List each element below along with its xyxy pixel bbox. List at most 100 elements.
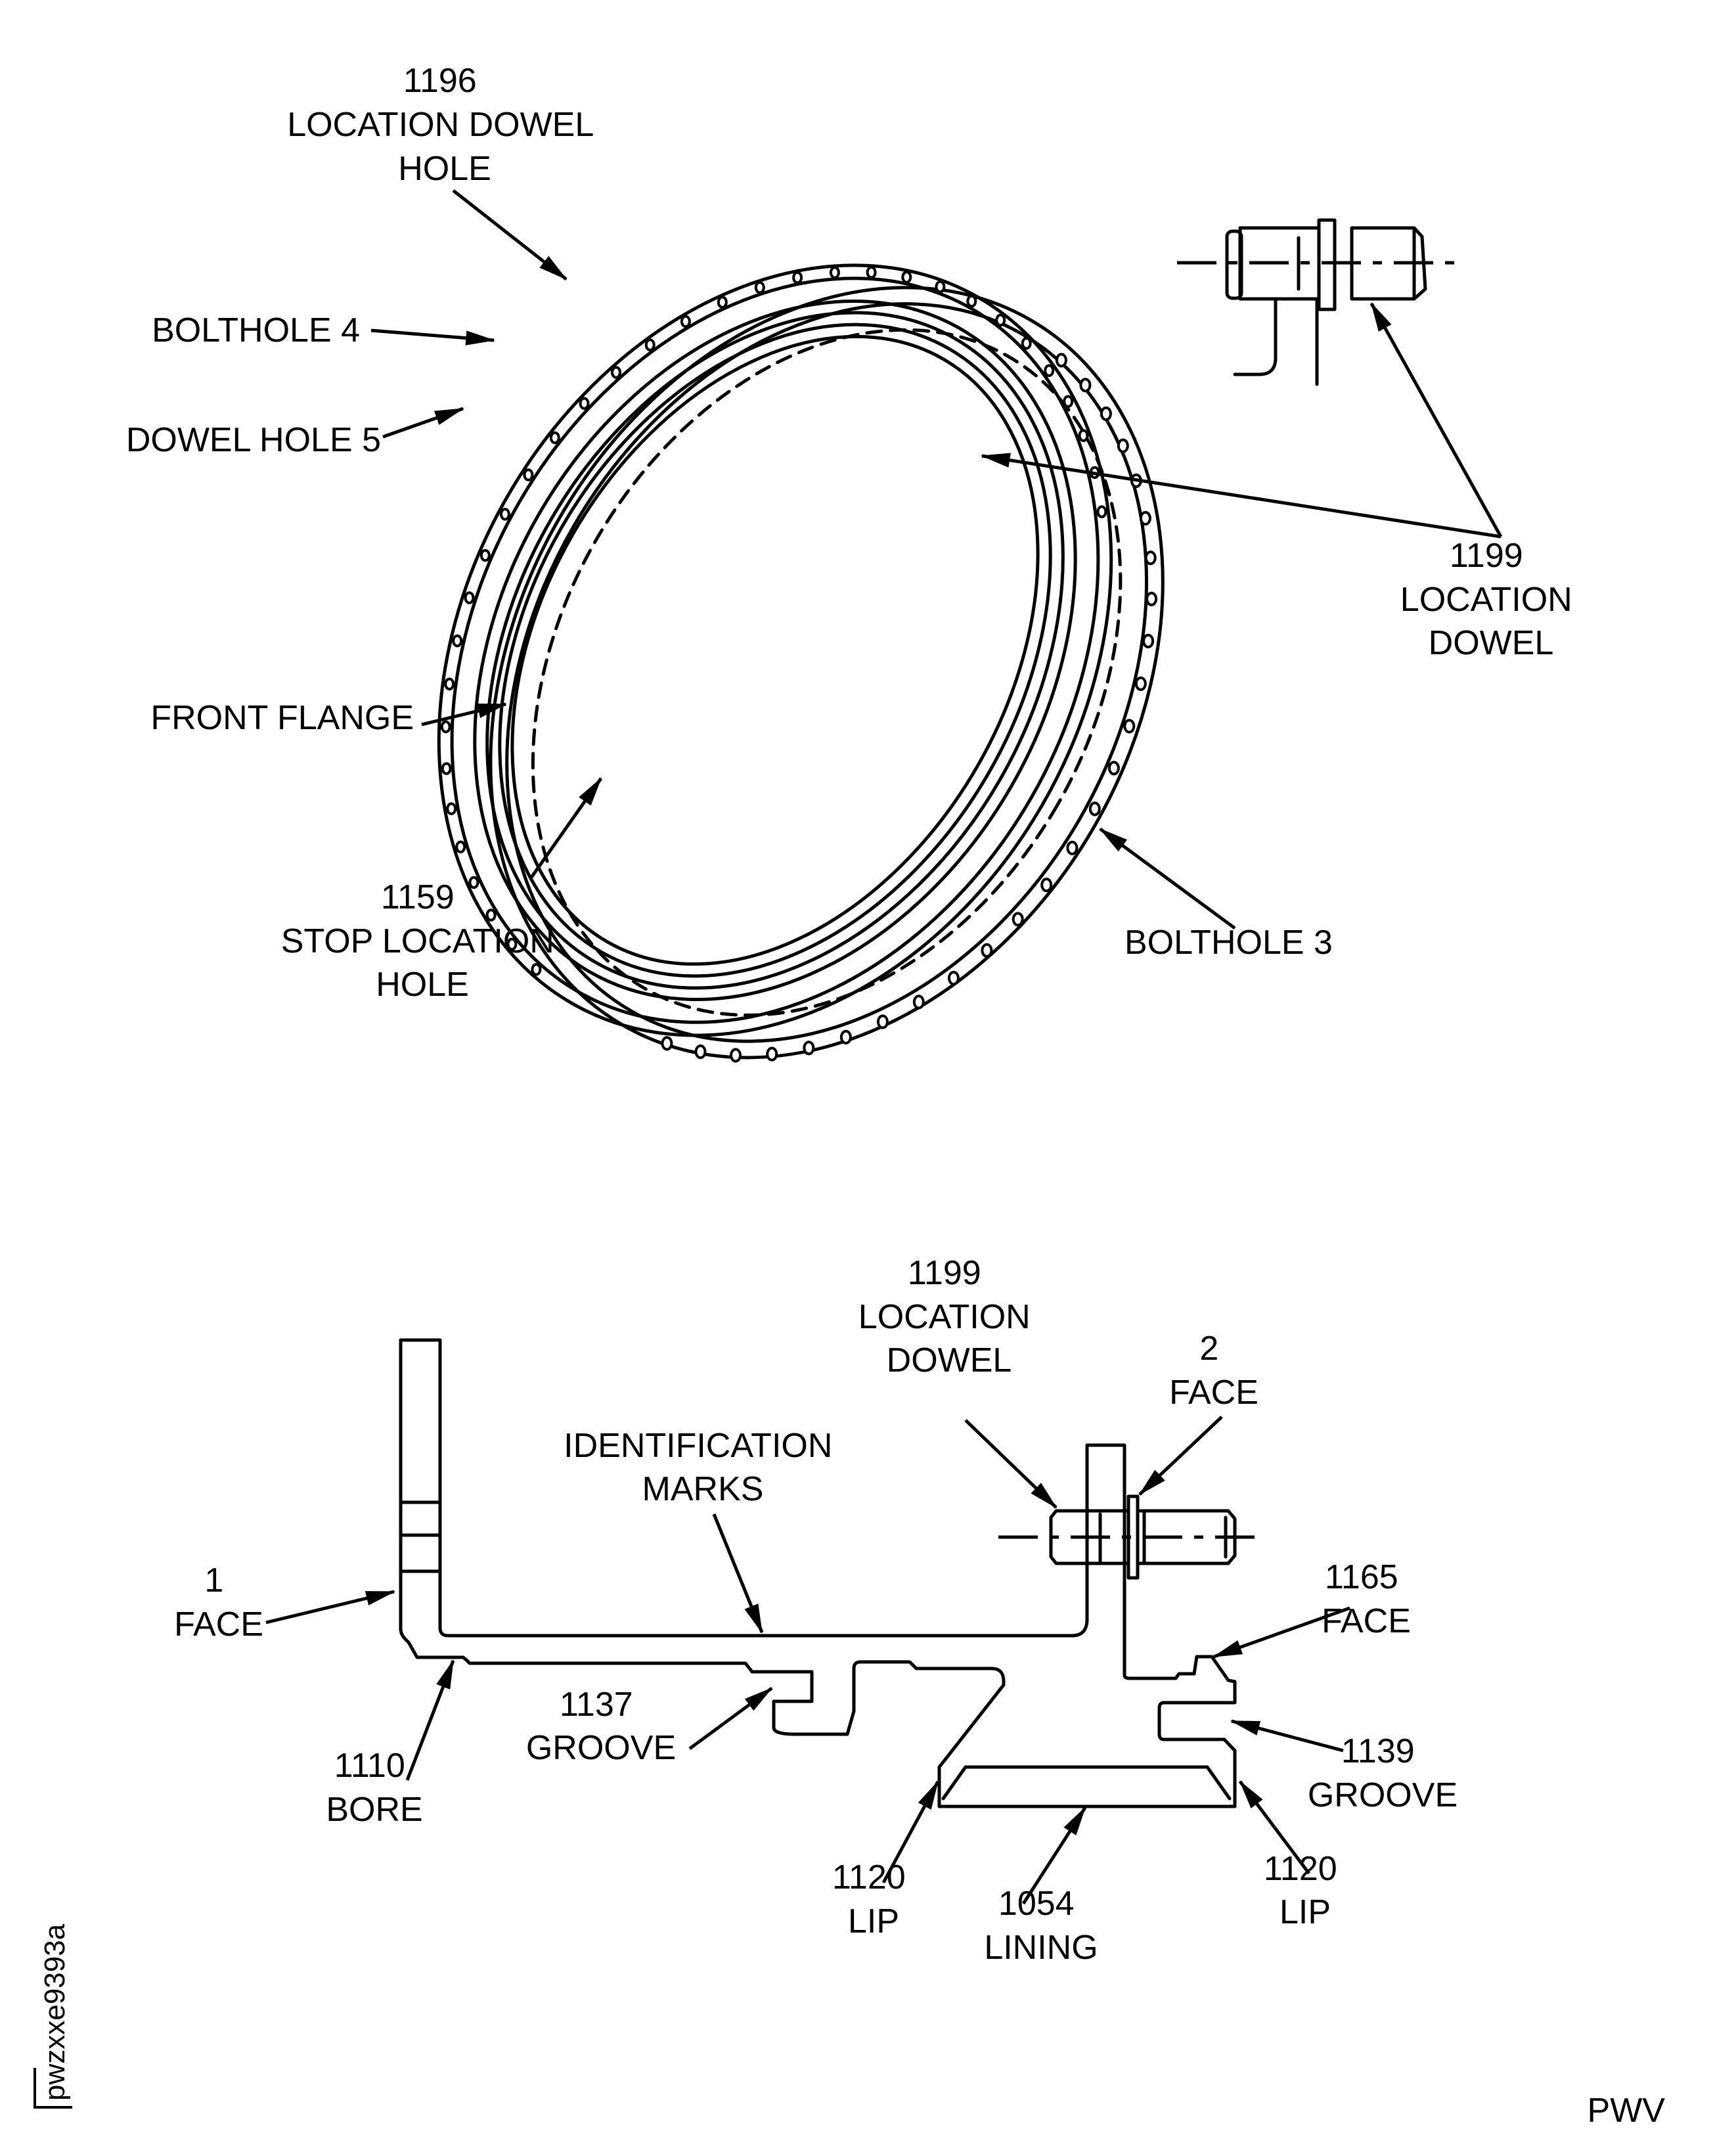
leader-identification-marks xyxy=(712,1513,764,1634)
callout-number: 1196 xyxy=(403,62,477,100)
ring-step-3 xyxy=(498,323,1052,978)
label-1110-bore: 1110 BORE xyxy=(326,1747,422,1829)
bolthole xyxy=(1055,353,1067,368)
label-face-1: 1 FACE xyxy=(174,1561,263,1644)
callout-text: FRONT FLANGE xyxy=(150,699,414,737)
bolthole xyxy=(730,1048,742,1063)
dowel-collar xyxy=(1317,218,1337,311)
callout-text: LOCATION DOWEL xyxy=(287,106,593,144)
bolthole xyxy=(1066,840,1079,856)
leader-1159 xyxy=(529,777,603,880)
callout-text: LOCATION xyxy=(1400,581,1572,619)
callout-number: 1054 xyxy=(998,1885,1075,1923)
leader-1165-face xyxy=(1212,1606,1350,1659)
dowel-pin xyxy=(1350,226,1416,301)
bolthole xyxy=(866,265,877,279)
label-identification-marks: IDENTIFICATION MARKS xyxy=(564,1427,842,1508)
bolthole xyxy=(1146,591,1158,606)
bolthole xyxy=(1021,336,1032,350)
label-1139-groove: 1139 GROOVE xyxy=(1308,1732,1458,1814)
label-1120-lip-left: 1120 LIP xyxy=(832,1858,915,1940)
callout-text: LOCATION xyxy=(858,1298,1031,1336)
bolthole xyxy=(440,720,451,734)
ring-step-2 xyxy=(485,311,1065,990)
dowel-neck xyxy=(1136,1509,1146,1565)
rear-flange-outer-edge xyxy=(489,286,1165,1060)
bolthole xyxy=(1044,364,1055,378)
rear-flange-inner-edge xyxy=(505,302,1148,1043)
callout-number: 1120 xyxy=(1264,1850,1337,1888)
callout-text: LIP xyxy=(848,1902,899,1940)
ring-bore xyxy=(510,334,1040,966)
callout-text: MARKS xyxy=(642,1470,764,1508)
label-dowel-hole-5: DOWEL HOLE 5 xyxy=(126,421,381,459)
leader-face-2 xyxy=(1138,1416,1223,1496)
callout-number: 1165 xyxy=(1325,1558,1398,1596)
bolthole xyxy=(966,294,977,308)
bolthole xyxy=(901,271,912,284)
callout-text: LINING xyxy=(984,1929,1098,1967)
label-bolthole-3: BOLTHOLE 3 xyxy=(1124,924,1333,962)
bolthole xyxy=(1063,395,1074,409)
bolthole xyxy=(579,397,590,411)
bolthole xyxy=(523,468,534,482)
callout-text: HOLE xyxy=(376,966,469,1004)
bolthole xyxy=(446,802,457,815)
leader-front-flange xyxy=(421,702,508,727)
bolthole xyxy=(1139,510,1151,526)
callout-text: BOLTHOLE 4 xyxy=(152,311,360,349)
bolthole xyxy=(754,280,765,294)
callout-number: 1137 xyxy=(560,1686,633,1724)
ring-view: 1196 LOCATION DOWEL HOLE BOLTHOLE 4 DOWE… xyxy=(126,62,1572,1063)
bolthole xyxy=(455,840,466,854)
bolthole xyxy=(531,963,542,976)
bolthole xyxy=(839,1029,852,1045)
bolthole xyxy=(694,1044,707,1060)
label-1137-groove: 1137 GROOVE xyxy=(526,1686,676,1767)
bolthole xyxy=(947,970,960,986)
bolthole xyxy=(1079,378,1092,393)
bolthole xyxy=(829,266,840,279)
bolthole xyxy=(499,508,510,521)
figure-code: pwzxxe9393a xyxy=(39,1923,71,2101)
callout-number: 1199 xyxy=(908,1254,981,1292)
leader-1199-ring xyxy=(980,453,1502,539)
label-1165-face: 1165 FACE xyxy=(1322,1558,1411,1640)
section-profile xyxy=(399,1338,1237,1808)
leader-bolthole-4 xyxy=(370,328,496,346)
callout-text: BOLTHOLE 3 xyxy=(1124,924,1333,962)
bolthole xyxy=(1100,406,1112,421)
leader-bolthole-3 xyxy=(1099,827,1236,930)
callout-number: 1110 xyxy=(334,1747,405,1785)
bolthole xyxy=(1040,878,1053,893)
callout-text: GROOVE xyxy=(1308,1776,1458,1814)
section-location-dowel xyxy=(998,1494,1257,1580)
flange-profile xyxy=(1233,297,1278,376)
bolthole xyxy=(766,1046,778,1062)
callout-text: FACE xyxy=(1169,1374,1258,1412)
callout-text: FACE xyxy=(174,1605,263,1644)
bolthole xyxy=(995,313,1006,327)
lining-1054 xyxy=(941,1765,1232,1801)
dowel-pin xyxy=(1142,1509,1237,1565)
section-view: 1199 LOCATION DOWEL 2 FACE IDENTIFICATIO… xyxy=(174,1254,1458,1967)
bolthole xyxy=(1142,633,1155,649)
callout-text: DOWEL xyxy=(1429,624,1554,662)
leader-1199-detail xyxy=(1369,302,1503,538)
label-1120-lip-right: 1120 LIP xyxy=(1264,1850,1347,1931)
sheet-mark: PWV xyxy=(1588,2092,1666,2130)
figure-code-block: pwzxxe9393a xyxy=(33,1923,72,2109)
callout-text: FACE xyxy=(1322,1602,1411,1640)
callout-number: 1159 xyxy=(381,878,455,916)
callout-text: HOLE xyxy=(398,150,491,188)
label-1159-stop-location-hole: 1159 STOP LOCATION HOLE xyxy=(281,878,564,1004)
bolthole xyxy=(803,1041,815,1056)
bolthole xyxy=(1117,438,1129,453)
label-1054-lining: 1054 LINING xyxy=(984,1885,1098,1967)
callout-number: 2 xyxy=(1199,1330,1218,1368)
leader-face-1 xyxy=(265,1590,396,1624)
bolthole xyxy=(644,338,656,351)
bolthole xyxy=(680,315,691,328)
bolthole xyxy=(506,937,518,951)
callout-text: DOWEL xyxy=(887,1341,1012,1379)
